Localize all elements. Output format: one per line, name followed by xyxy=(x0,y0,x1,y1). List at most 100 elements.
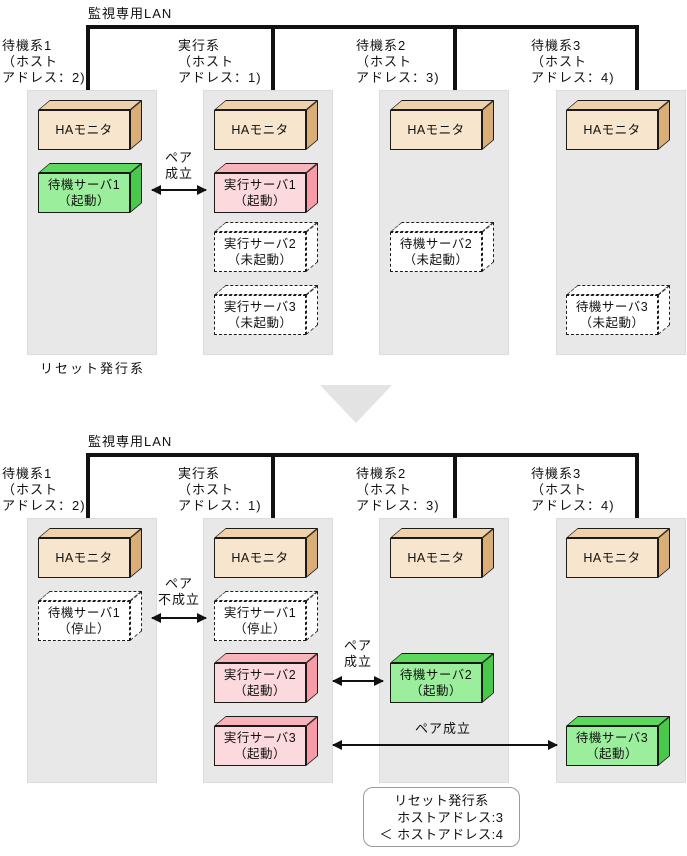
note-address-lines: ホストアドレス:3 ＜ ホストアドレス:4 xyxy=(380,809,504,843)
note-line: ＜ ホストアドレス:4 xyxy=(379,826,504,842)
box-front-face: 待機サーバ2 （起動） xyxy=(390,663,482,703)
arrow-head-left-icon xyxy=(332,740,342,750)
box-top-face xyxy=(38,591,142,601)
box-front-face: HAモニタ xyxy=(390,110,482,150)
pair-status-line: ペア xyxy=(164,150,193,165)
box-top-face xyxy=(390,100,494,110)
server-box-standby3-running: 待機サーバ3 （起動） xyxy=(566,716,672,766)
lan-drop-line xyxy=(635,453,639,518)
server-box-standby3-notstarted: 待機サーバ3 （未起動） xyxy=(566,285,672,335)
host-address-line: アドレス：2) xyxy=(2,498,86,513)
pair-status-label: ペア 成立 xyxy=(330,638,386,670)
box-front-face: HAモニタ xyxy=(566,110,658,150)
box-top-face xyxy=(566,285,670,295)
box-front-face: HAモニタ xyxy=(38,110,130,150)
note-line: ホストアドレス:3 xyxy=(397,809,504,825)
box-state: （未起動） xyxy=(579,316,645,330)
host-address-line: アドレス：4) xyxy=(531,498,615,513)
box-top-face xyxy=(390,528,494,538)
box-top-face xyxy=(214,100,318,110)
box-side-face xyxy=(482,528,494,578)
box-label: 待機サーバ1 xyxy=(47,605,121,620)
pair-arrow-long xyxy=(332,740,558,750)
box-front-face: 実行サーバ3 （起動） xyxy=(214,726,306,766)
box-front-face: 待機サーバ3 （未起動） xyxy=(566,295,658,335)
box-front-face: 待機サーバ1 （停止） xyxy=(38,601,130,641)
arrow-head-right-icon xyxy=(197,613,207,623)
reset-issuing-system-note: リセット発行系 xyxy=(40,361,146,376)
box-top-face xyxy=(214,716,318,726)
host-address-line: （ホスト xyxy=(531,482,588,497)
box-top-face xyxy=(566,100,670,110)
box-label: 実行サーバ3 xyxy=(223,730,297,745)
host-name: 待機系3 xyxy=(531,466,582,481)
lan-drop-line xyxy=(271,25,275,90)
box-label: 待機サーバ3 xyxy=(575,730,649,745)
box-top-face xyxy=(38,100,142,110)
box-side-face xyxy=(482,100,494,150)
host-label-standby1: 待機系1 （ホスト アドレス：2) xyxy=(2,466,86,514)
box-side-face xyxy=(130,528,142,578)
box-front-face: 実行サーバ3 （未起動） xyxy=(214,295,306,335)
server-box-active1-stopped: 実行サーバ1 （停止） xyxy=(214,591,320,641)
host-name: 実行系 xyxy=(178,38,221,53)
box-label: 実行サーバ1 xyxy=(223,177,297,192)
box-front-face: HAモニタ xyxy=(214,110,306,150)
host-label-standby3: 待機系3 （ホスト アドレス：4) xyxy=(531,466,615,514)
box-label: HAモニタ xyxy=(583,550,641,565)
box-side-face xyxy=(306,528,318,578)
box-side-face xyxy=(306,285,318,335)
box-front-face: HAモニタ xyxy=(566,538,658,578)
box-top-face xyxy=(566,716,670,726)
box-state: （停止） xyxy=(57,622,110,636)
pair-status-line: ペア xyxy=(164,576,193,591)
pair-status-line: ペア成立 xyxy=(414,721,471,736)
host-name: 待機系1 xyxy=(2,38,53,53)
box-label: HAモニタ xyxy=(583,122,641,137)
host-label-standby2: 待機系2 （ホスト アドレス：3) xyxy=(356,466,440,514)
lan-drop-line xyxy=(635,25,639,90)
host-address-line: アドレス：1) xyxy=(178,70,262,85)
ha-monitor-box: HAモニタ xyxy=(566,528,672,578)
server-box-active2-notstarted: 実行サーバ2 （未起動） xyxy=(214,222,320,272)
box-side-face xyxy=(306,591,318,641)
server-box-standby1-running: 待機サーバ1 （起動） xyxy=(38,163,144,213)
lan-label: 監視専用LAN xyxy=(88,6,173,21)
host-label-active: 実行系 （ホスト アドレス：1) xyxy=(178,38,262,86)
box-front-face: HAモニタ xyxy=(38,538,130,578)
box-side-face xyxy=(306,222,318,272)
box-label: 待機サーバ3 xyxy=(575,299,649,314)
box-top-face xyxy=(214,222,318,232)
ha-monitor-box: HAモニタ xyxy=(566,100,672,150)
arrow-head-right-icon xyxy=(374,676,384,686)
host-address-line: アドレス：2) xyxy=(2,70,86,85)
host-address-line: （ホスト xyxy=(531,54,588,69)
pair-status-line: 成立 xyxy=(164,166,193,181)
pair-status-label: ペア 不成立 xyxy=(150,576,208,608)
server-box-standby2-notstarted: 待機サーバ2 （未起動） xyxy=(390,222,496,272)
box-side-face xyxy=(658,285,670,335)
box-front-face: 待機サーバ2 （未起動） xyxy=(390,232,482,272)
pair-status-line: 不成立 xyxy=(157,592,200,607)
box-front-face: 実行サーバ1 （停止） xyxy=(214,601,306,641)
box-side-face xyxy=(306,716,318,766)
box-top-face xyxy=(38,163,142,173)
box-top-face xyxy=(214,653,318,663)
host-address-line: （ホスト xyxy=(178,54,235,69)
box-state: （起動） xyxy=(409,684,462,698)
box-state: （起動） xyxy=(585,747,638,761)
box-label: HAモニタ xyxy=(407,122,465,137)
arrow-head-left-icon xyxy=(151,613,161,623)
lan-drop-line xyxy=(86,25,90,90)
box-top-face xyxy=(566,528,670,538)
box-label: 待機サーバ1 xyxy=(47,177,121,192)
box-state: （起動） xyxy=(57,194,110,208)
box-side-face xyxy=(658,716,670,766)
box-front-face: HAモニタ xyxy=(390,538,482,578)
host-label-standby3: 待機系3 （ホスト アドレス：4) xyxy=(531,38,615,86)
host-address-line: （ホスト xyxy=(356,54,413,69)
box-front-face: 実行サーバ2 （未起動） xyxy=(214,232,306,272)
box-top-face xyxy=(214,591,318,601)
ha-monitor-box: HAモニタ xyxy=(38,528,144,578)
